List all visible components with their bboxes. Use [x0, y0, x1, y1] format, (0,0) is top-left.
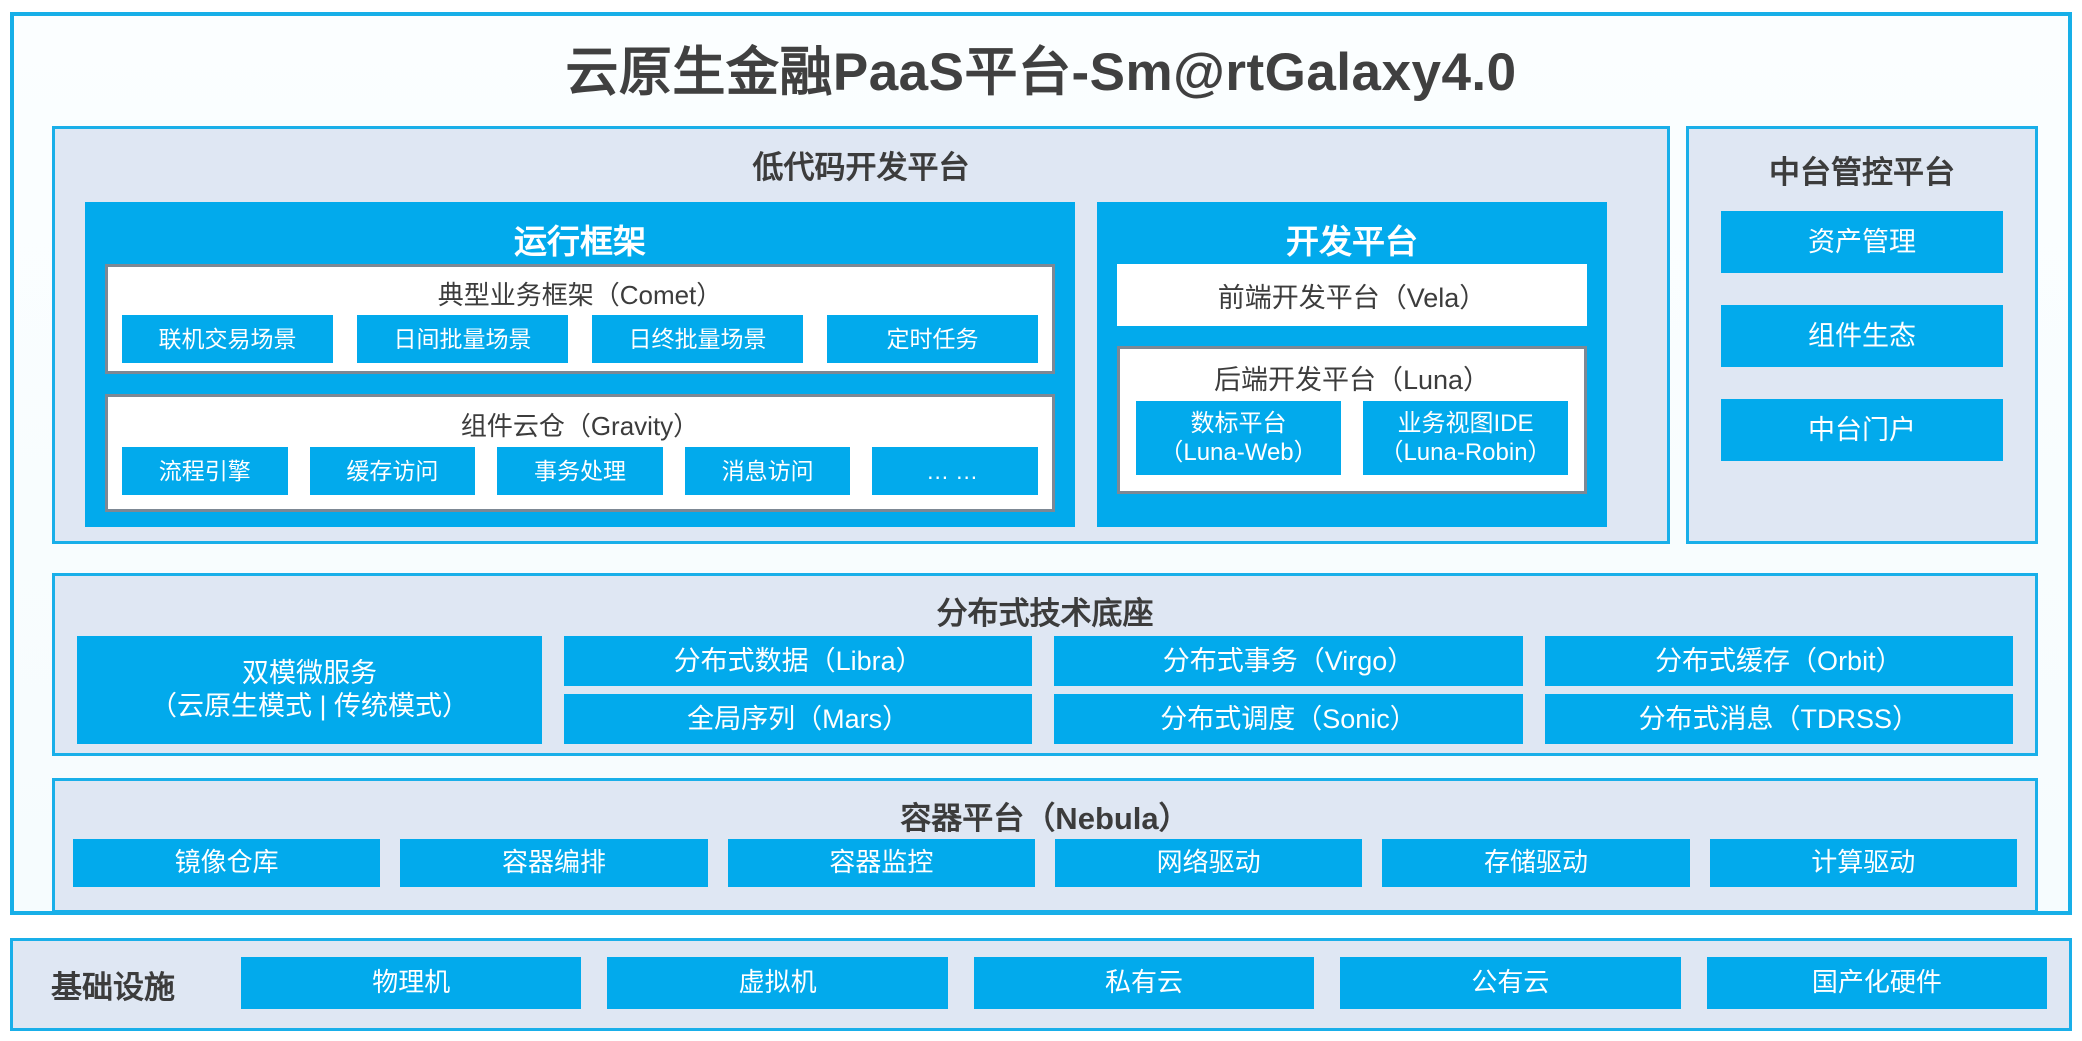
backend-item-luna-web[interactable]: 数标平台 （Luna-Web） [1136, 401, 1341, 475]
runtime-framework-box: 运行框架 典型业务框架（Comet） 联机交易场景 日间批量场景 日终批量场景 … [85, 202, 1075, 527]
gravity-items-row: 流程引擎 缓存访问 事务处理 消息访问 …… [122, 447, 1038, 495]
infrastructure-item-1[interactable]: 虚拟机 [607, 957, 948, 1009]
backend-dev-platform-title: 后端开发平台（Luna） [1213, 365, 1491, 395]
backend-item-luna-robin-code: （Luna-Robin） [1379, 439, 1552, 466]
distributed-col-2: 分布式事务（Virgo） 分布式调度（Sonic） [1054, 636, 1523, 744]
midoffice-item-0[interactable]: 资产管理 [1721, 211, 2003, 273]
panel-middle-office-platform: 中台管控平台 资产管理 组件生态 中台门户 [1686, 126, 2038, 544]
comet-box: 典型业务框架（Comet） 联机交易场景 日间批量场景 日终批量场景 定时任务 [105, 264, 1055, 374]
container-item-4[interactable]: 存储驱动 [1382, 839, 1690, 887]
infrastructure-items-row: 物理机 虚拟机 私有云 公有云 国产化硬件 [241, 957, 2048, 1009]
midoffice-items: 资产管理 组件生态 中台门户 [1721, 211, 2003, 493]
container-item-0[interactable]: 镜像仓库 [73, 839, 381, 887]
container-item-3[interactable]: 网络驱动 [1054, 839, 1363, 887]
backend-item-luna-web-code: （Luna-Web） [1159, 439, 1318, 466]
lowcode-panel-title: 低代码开发平台 [752, 150, 970, 185]
distributed-item-microservice[interactable]: 双模微服务 （云原生模式 | 传统模式） [77, 636, 542, 744]
runtime-framework-title: 运行框架 [514, 223, 646, 260]
infrastructure-item-4[interactable]: 国产化硬件 [1706, 957, 2048, 1009]
gravity-item-3[interactable]: 消息访问 [684, 447, 851, 495]
infrastructure-label: 基础设施 [51, 970, 175, 1005]
frontend-dev-platform[interactable]: 前端开发平台（Vela） [1117, 264, 1587, 326]
midoffice-panel-title: 中台管控平台 [1769, 155, 1955, 190]
distributed-item-orbit[interactable]: 分布式缓存（Orbit） [1544, 636, 2013, 686]
distributed-items-row: 双模微服务 （云原生模式 | 传统模式） 分布式数据（Libra） 全局序列（M… [77, 636, 2013, 744]
comet-item-0[interactable]: 联机交易场景 [122, 315, 333, 363]
midoffice-item-2[interactable]: 中台门户 [1721, 399, 2003, 461]
container-item-2[interactable]: 容器监控 [727, 839, 1035, 887]
gravity-item-0[interactable]: 流程引擎 [122, 447, 288, 495]
distributed-item-tdrss[interactable]: 分布式消息（TDRSS） [1544, 694, 2013, 744]
distributed-panel-title: 分布式技术底座 [936, 596, 1154, 631]
main-frame: 云原生金融PaaS平台-Sm@rtGalaxy4.0 低代码开发平台 运行框架 … [10, 12, 2072, 915]
gravity-item-more[interactable]: …… [872, 447, 1038, 495]
gravity-item-1[interactable]: 缓存访问 [309, 447, 476, 495]
distributed-col-3: 分布式缓存（Orbit） 分布式消息（TDRSS） [1544, 636, 2013, 744]
gravity-title: 组件云仓（Gravity） [460, 411, 700, 441]
container-item-5[interactable]: 计算驱动 [1709, 839, 2017, 887]
page-title: 云原生金融PaaS平台-Sm@rtGalaxy4.0 [565, 43, 1517, 102]
panel-container-platform: 容器平台（Nebula） 镜像仓库 容器编排 容器监控 网络驱动 存储驱动 计算… [52, 778, 2038, 913]
container-items-row: 镜像仓库 容器编排 容器监控 网络驱动 存储驱动 计算驱动 [73, 839, 2017, 887]
microservice-line2: （云原生模式 | 传统模式） [149, 691, 470, 721]
gravity-item-2[interactable]: 事务处理 [497, 447, 663, 495]
gravity-box: 组件云仓（Gravity） 流程引擎 缓存访问 事务处理 消息访问 …… [105, 394, 1055, 512]
distributed-item-virgo[interactable]: 分布式事务（Virgo） [1054, 636, 1523, 686]
backend-item-luna-web-name: 数标平台 [1190, 409, 1287, 437]
infrastructure-item-0[interactable]: 物理机 [241, 957, 582, 1009]
distributed-col-microservice: 双模微服务 （云原生模式 | 传统模式） [77, 636, 542, 744]
panel-lowcode-platform: 低代码开发平台 运行框架 典型业务框架（Comet） 联机交易场景 日间批量场景… [52, 126, 1670, 544]
container-item-1[interactable]: 容器编排 [400, 839, 708, 887]
dev-platform-title: 开发平台 [1286, 223, 1418, 260]
distributed-col-1: 分布式数据（Libra） 全局序列（Mars） [564, 636, 1033, 744]
panel-distributed-tech-base: 分布式技术底座 双模微服务 （云原生模式 | 传统模式） 分布式数据（Libra… [52, 573, 2038, 756]
backend-item-luna-robin-name: 业务视图IDE [1397, 409, 1534, 437]
backend-item-luna-robin[interactable]: 业务视图IDE （Luna-Robin） [1363, 401, 1568, 475]
container-panel-title: 容器平台（Nebula） [900, 801, 1190, 836]
comet-item-3[interactable]: 定时任务 [827, 315, 1038, 363]
comet-item-1[interactable]: 日间批量场景 [357, 315, 568, 363]
distributed-item-sonic[interactable]: 分布式调度（Sonic） [1054, 694, 1523, 744]
dev-platform-box: 开发平台 前端开发平台（Vela） 后端开发平台（Luna） 数标平台 （Lun… [1097, 202, 1607, 527]
backend-dev-platform-box: 后端开发平台（Luna） 数标平台 （Luna-Web） 业务视图IDE （Lu… [1117, 346, 1587, 494]
distributed-item-mars[interactable]: 全局序列（Mars） [564, 694, 1033, 744]
comet-items-row: 联机交易场景 日间批量场景 日终批量场景 定时任务 [122, 315, 1038, 363]
backend-items-row: 数标平台 （Luna-Web） 业务视图IDE （Luna-Robin） [1136, 401, 1568, 475]
distributed-item-libra[interactable]: 分布式数据（Libra） [564, 636, 1033, 686]
panel-infrastructure: 基础设施 物理机 虚拟机 私有云 公有云 国产化硬件 [10, 938, 2072, 1031]
comet-title: 典型业务框架（Comet） [437, 280, 723, 310]
microservice-line1: 双模微服务 [242, 658, 377, 689]
comet-item-2[interactable]: 日终批量场景 [592, 315, 803, 363]
infrastructure-item-3[interactable]: 公有云 [1340, 957, 1681, 1009]
infrastructure-item-2[interactable]: 私有云 [973, 957, 1315, 1009]
midoffice-item-1[interactable]: 组件生态 [1721, 305, 2003, 367]
